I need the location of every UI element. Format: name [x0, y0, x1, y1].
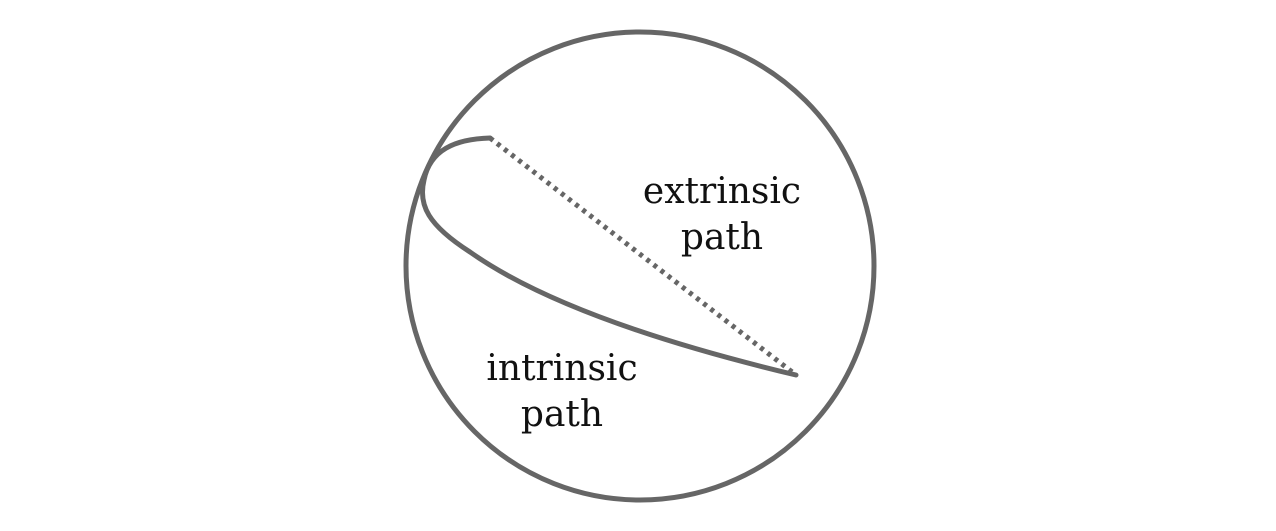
extrinsic-path-line [488, 136, 798, 377]
intrinsic-label-line2: path [521, 394, 603, 435]
extrinsic-label-line2: path [681, 217, 763, 258]
extrinsic-label-line1: extrinsic [643, 171, 801, 212]
manifold-circle [403, 29, 877, 503]
intrinsic-label-line1: intrinsic [486, 348, 637, 389]
intrinsic-path-curve [419, 135, 799, 378]
